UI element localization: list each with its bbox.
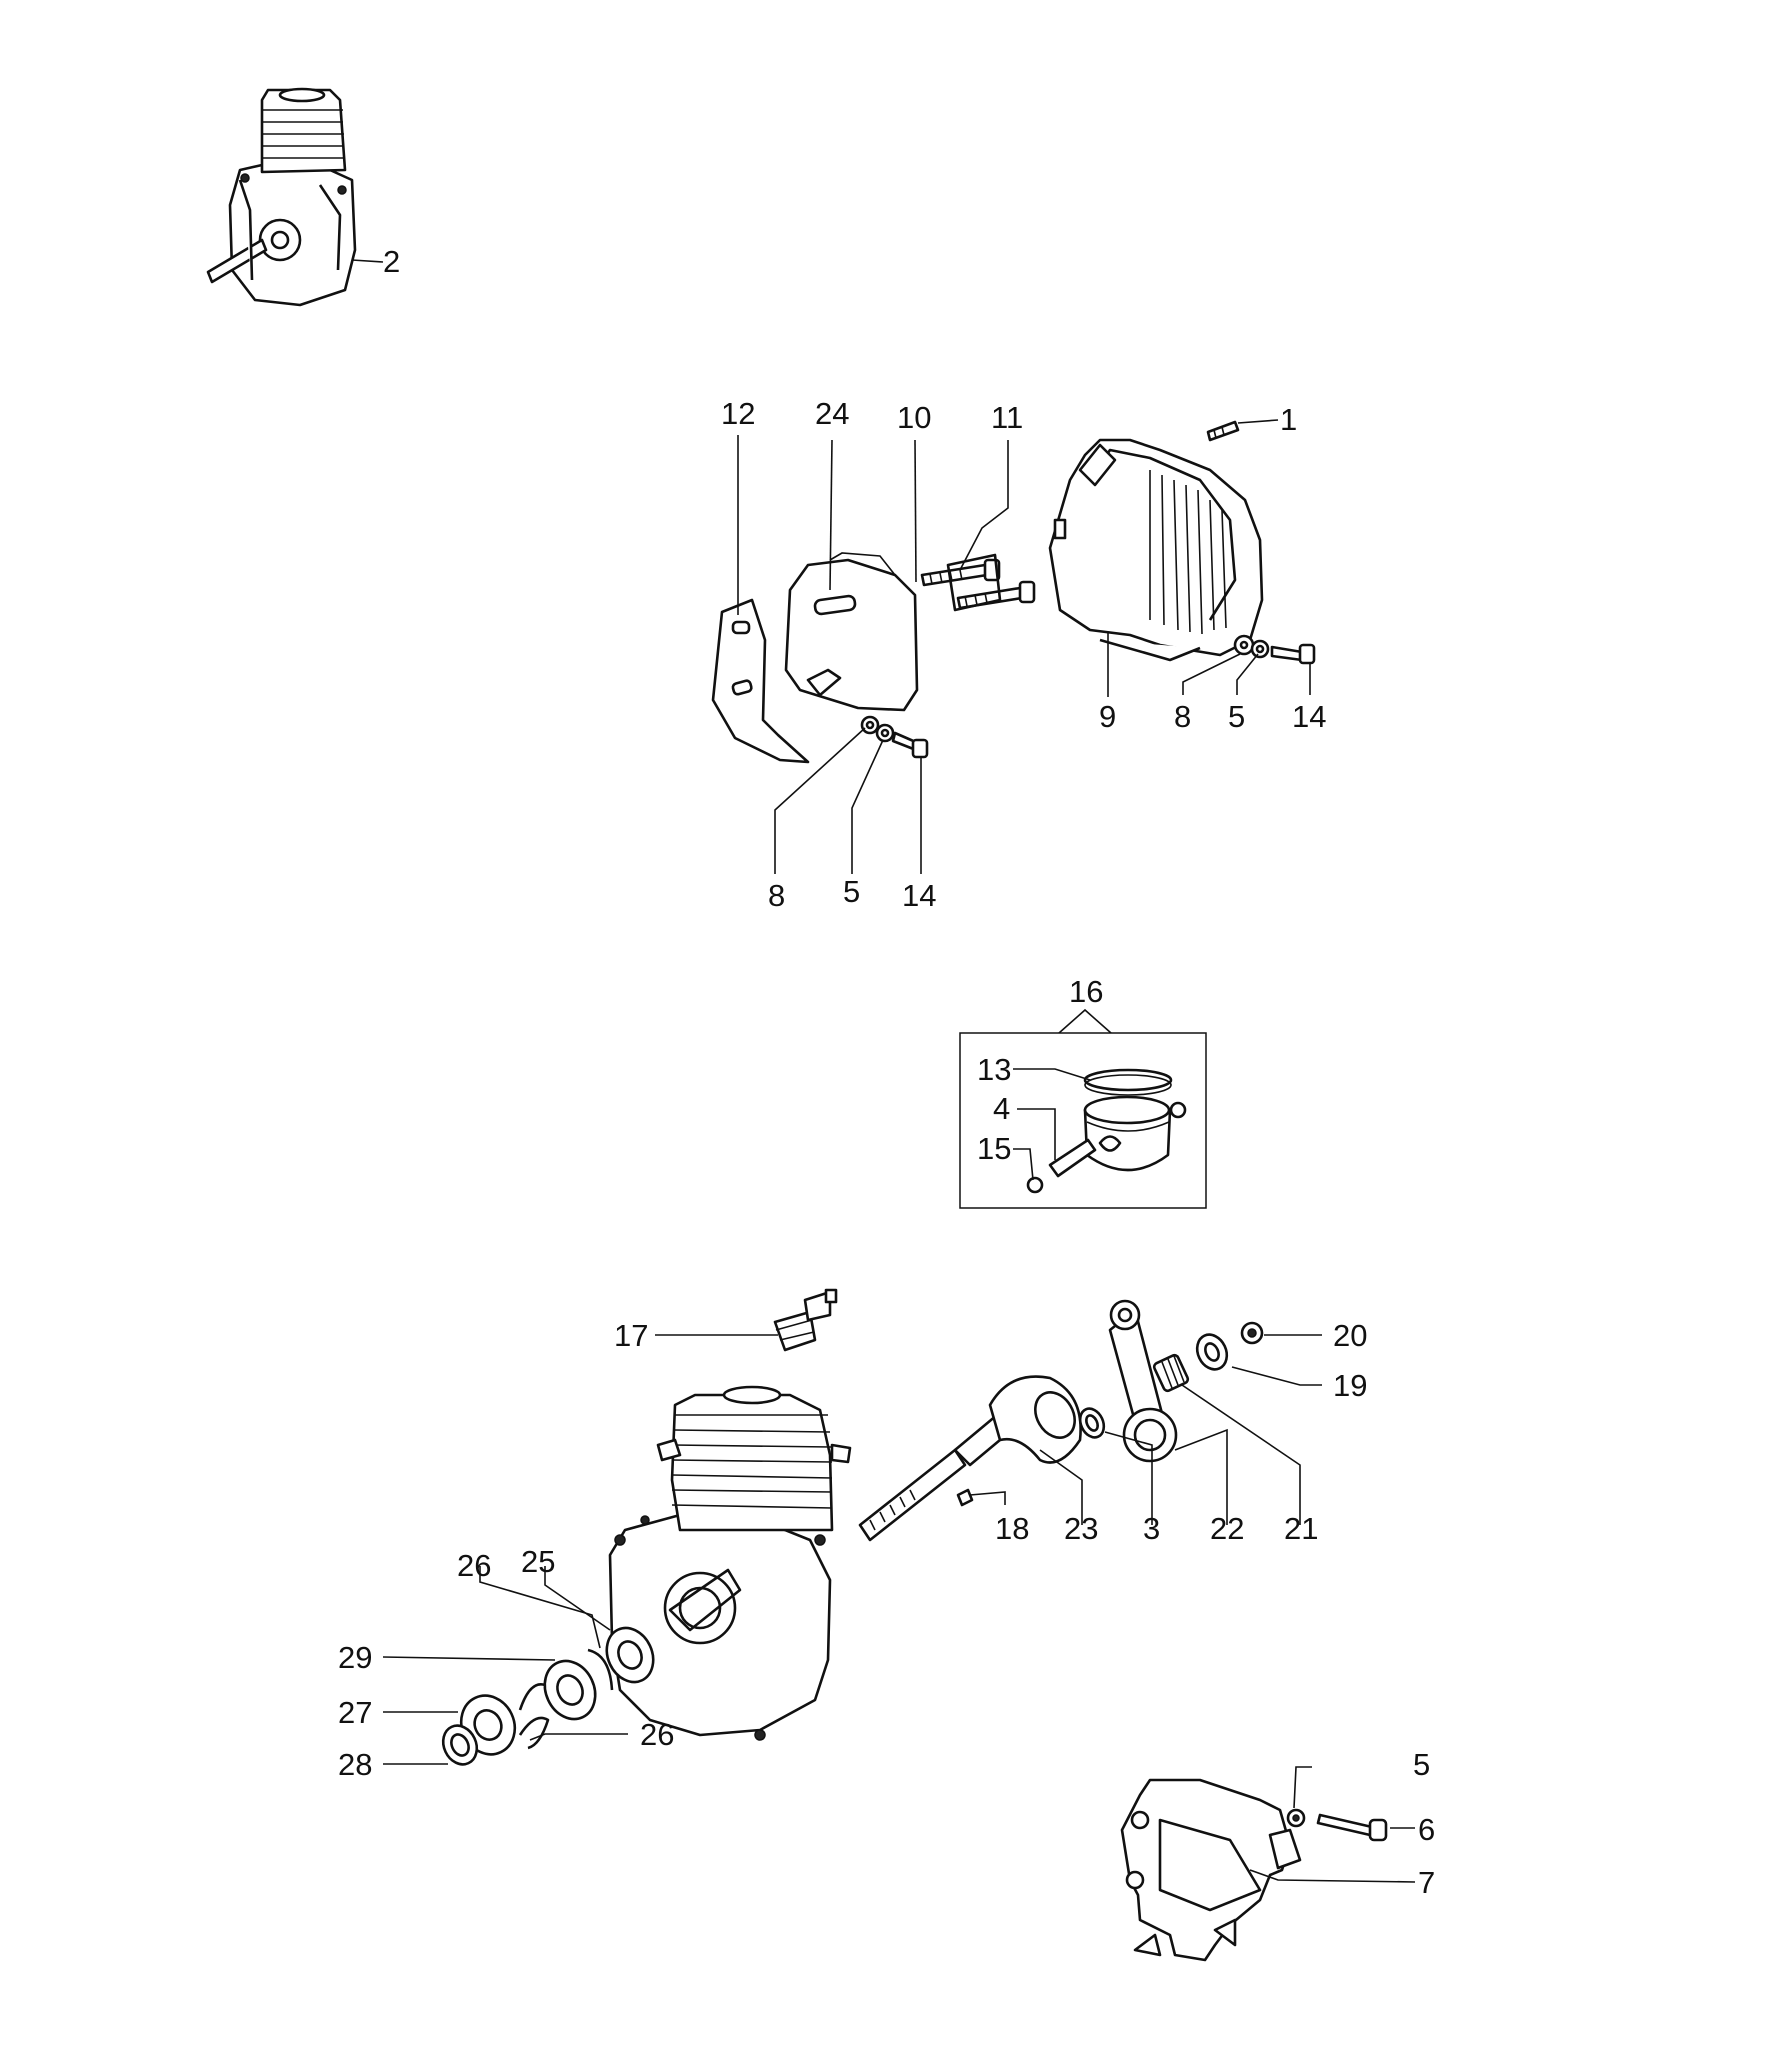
label-part-5c: 5 bbox=[1413, 1747, 1430, 1782]
label-part-27: 27 bbox=[338, 1695, 372, 1730]
label-part-5b: 5 bbox=[843, 874, 860, 909]
cylinder-cover-part-9 bbox=[1048, 438, 1264, 662]
label-part-13: 13 bbox=[977, 1052, 1011, 1087]
muffler-part-24 bbox=[784, 552, 919, 712]
label-part-14a: 14 bbox=[1292, 699, 1326, 734]
label-part-29: 29 bbox=[338, 1640, 372, 1675]
label-part-3: 3 bbox=[1143, 1511, 1160, 1546]
label-part-19: 19 bbox=[1333, 1368, 1367, 1403]
crankshaft-part-23 bbox=[858, 1375, 1082, 1542]
connecting-rod-part-22 bbox=[1108, 1299, 1178, 1463]
label-part-23: 23 bbox=[1064, 1511, 1098, 1546]
label-part-16: 16 bbox=[1069, 974, 1103, 1009]
label-part-6: 6 bbox=[1418, 1812, 1435, 1847]
label-part-9: 9 bbox=[1099, 699, 1116, 734]
label-part-4: 4 bbox=[993, 1091, 1010, 1126]
label-part-22: 22 bbox=[1210, 1511, 1244, 1546]
muffler-bolts-part-11 bbox=[920, 553, 1036, 612]
support-bracket-part-7 bbox=[1120, 1778, 1388, 1962]
bearings-seals-set bbox=[441, 1626, 655, 1766]
screw-part-1 bbox=[1206, 420, 1240, 442]
label-part-26b: 26 bbox=[640, 1717, 674, 1752]
label-part-24: 24 bbox=[815, 396, 849, 431]
part-number-labels: 2 12 24 10 11 1 9 8 5 14 8 5 14 16 13 4 … bbox=[338, 244, 1435, 1900]
label-part-7: 7 bbox=[1418, 1865, 1435, 1900]
label-part-11: 11 bbox=[991, 400, 1023, 435]
label-part-26a: 26 bbox=[457, 1548, 491, 1583]
label-part-18: 18 bbox=[995, 1511, 1029, 1546]
piston-kit-part-16 bbox=[959, 1008, 1207, 1209]
label-part-8b: 8 bbox=[768, 878, 785, 913]
washer-bolt-set-right bbox=[1233, 634, 1316, 665]
gasket-part-12 bbox=[711, 598, 810, 764]
label-part-15: 15 bbox=[977, 1131, 1011, 1166]
label-part-1: 1 bbox=[1280, 402, 1297, 437]
crankcase-cylinder bbox=[608, 1385, 852, 1741]
bearing-washer-clip-set bbox=[1078, 1321, 1264, 1439]
label-part-8a: 8 bbox=[1174, 699, 1191, 734]
label-part-21: 21 bbox=[1284, 1511, 1318, 1546]
label-part-5a: 5 bbox=[1228, 699, 1245, 734]
label-part-17: 17 bbox=[614, 1318, 648, 1353]
label-part-2: 2 bbox=[383, 244, 400, 279]
leader-lines bbox=[351, 259, 1416, 1883]
label-part-25: 25 bbox=[521, 1544, 555, 1579]
washer-bolt-set-left bbox=[860, 715, 929, 759]
label-part-10: 10 bbox=[897, 400, 931, 435]
label-part-12: 12 bbox=[721, 396, 755, 431]
label-part-28: 28 bbox=[338, 1747, 372, 1782]
spark-plug-part-17 bbox=[773, 1288, 838, 1352]
assembled-engine-part-2 bbox=[206, 87, 357, 307]
label-part-20: 20 bbox=[1333, 1318, 1367, 1353]
label-part-14b: 14 bbox=[902, 878, 936, 913]
